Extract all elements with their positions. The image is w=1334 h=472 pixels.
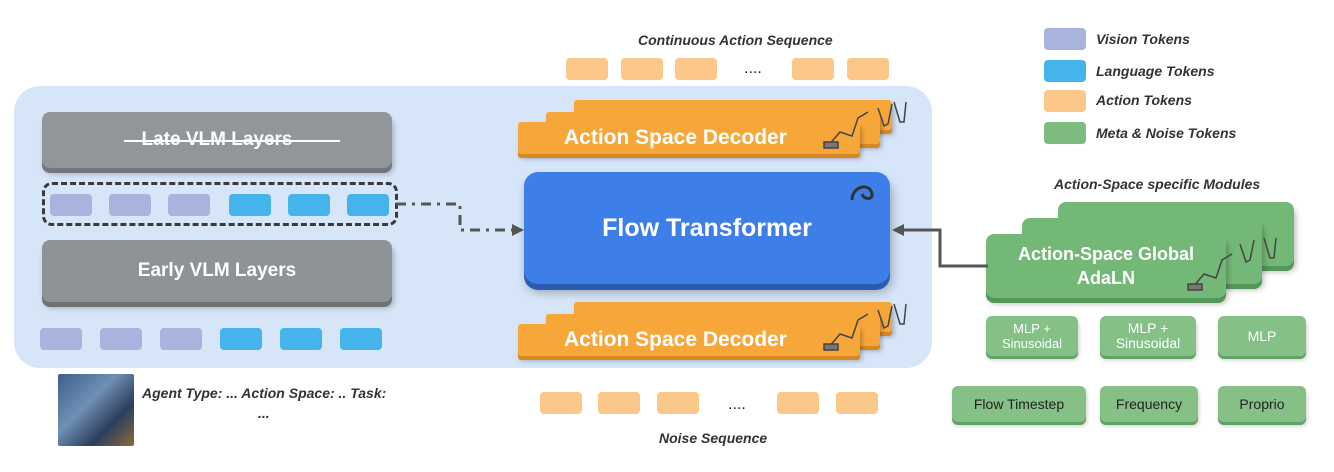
- legend-swatch-language: [1044, 60, 1086, 82]
- flow-timestep-input: Flow Timestep: [952, 386, 1086, 422]
- legend-swatch-action: [1044, 90, 1086, 112]
- mlp-sinusoidal-frequency: MLP + Sinusoidal: [1100, 316, 1196, 356]
- loop-icon: [850, 185, 874, 201]
- mlp-label: MLP: [1247, 327, 1277, 344]
- early-vlm-layers: Early VLM Layers: [42, 240, 392, 302]
- vision-token: [168, 194, 210, 216]
- noise-action-token: [598, 392, 640, 414]
- noise-action-token: [657, 392, 699, 414]
- robot-observation-image: [58, 374, 134, 446]
- action-space-modules-label: Action-Space specific Modules: [1054, 176, 1261, 192]
- action-token: [792, 58, 834, 80]
- frequency-label: Frequency: [1115, 396, 1183, 412]
- vision-token: [50, 194, 92, 216]
- dotted-arrow-vlm-to-flow: [396, 202, 524, 236]
- action-token: [675, 58, 717, 80]
- mlp-sin-line1: MLP +: [1013, 321, 1051, 336]
- prompt-text-line1: Agent Type: ... Action Space: .. Task:: [142, 385, 387, 401]
- language-token: [229, 194, 271, 216]
- robot-arm-icon: [823, 101, 907, 149]
- prompt-text-line2: ...: [258, 405, 270, 421]
- legend-label-action: Action Tokens: [1096, 92, 1192, 108]
- robot-arm-icon: [1187, 237, 1277, 291]
- late-vlm-label: Late VLM Layers: [141, 129, 293, 150]
- adaln-label-line2: AdaLN: [1077, 268, 1135, 288]
- legend-swatch-vision: [1044, 28, 1086, 50]
- proprio-input: Proprio: [1218, 386, 1306, 422]
- vision-token: [100, 328, 142, 350]
- strikethrough-line: [124, 140, 340, 142]
- language-token: [280, 328, 322, 350]
- ellipsis: ....: [744, 60, 762, 77]
- decoder-label: Action Space Decoder: [564, 328, 787, 351]
- frequency-input: Frequency: [1100, 386, 1198, 422]
- legend-label-vision: Vision Tokens: [1096, 31, 1190, 47]
- vision-token: [109, 194, 151, 216]
- noise-action-token: [836, 392, 878, 414]
- language-token: [340, 328, 382, 350]
- noise-action-token: [540, 392, 582, 414]
- legend-label-language: Language Tokens: [1096, 63, 1215, 79]
- arrow-adaln-to-flow: [892, 224, 988, 268]
- mlp-sinusoidal-timestep: MLP + Sinusoidal: [986, 316, 1078, 356]
- action-space-decoder-top: Action Space Decoder: [518, 122, 860, 154]
- late-vlm-layers: Late VLM Layers: [42, 112, 392, 168]
- language-token: [220, 328, 262, 350]
- flow-transformer: Flow Transformer: [524, 172, 890, 284]
- language-token: [288, 194, 330, 216]
- mlp-proprio: MLP: [1218, 316, 1306, 356]
- early-vlm-label: Early VLM Layers: [137, 260, 297, 281]
- adaln-label-line1: Action-Space Global: [1017, 244, 1195, 264]
- vision-token: [160, 328, 202, 350]
- robot-arm-icon: [823, 303, 907, 351]
- noise-action-token: [777, 392, 819, 414]
- action-space-decoder-bottom: Action Space Decoder: [518, 324, 860, 356]
- flow-timestep-label: Flow Timestep: [973, 396, 1065, 412]
- mlp-sin-line2: Sinusoidal: [1002, 336, 1062, 351]
- mlp-sin-line2: Sinusoidal: [1115, 335, 1181, 351]
- mlp-sin-line1: MLP +: [1127, 320, 1169, 336]
- language-token: [347, 194, 389, 216]
- continuous-action-sequence-label: Continuous Action Sequence: [638, 32, 833, 48]
- decoder-label: Action Space Decoder: [564, 126, 787, 149]
- action-token: [621, 58, 663, 80]
- noise-sequence-label: Noise Sequence: [659, 430, 768, 446]
- action-token: [566, 58, 608, 80]
- flow-transformer-label: Flow Transformer: [602, 213, 812, 242]
- intermediate-layer-selection: [42, 182, 398, 226]
- vision-token: [40, 328, 82, 350]
- action-space-global-adaln: Action-Space Global AdaLN: [986, 234, 1226, 298]
- legend-label-meta: Meta & Noise Tokens: [1096, 125, 1237, 141]
- action-token: [847, 58, 889, 80]
- ellipsis: ....: [728, 396, 746, 413]
- legend-swatch-meta: [1044, 122, 1086, 144]
- proprio-label: Proprio: [1239, 396, 1285, 412]
